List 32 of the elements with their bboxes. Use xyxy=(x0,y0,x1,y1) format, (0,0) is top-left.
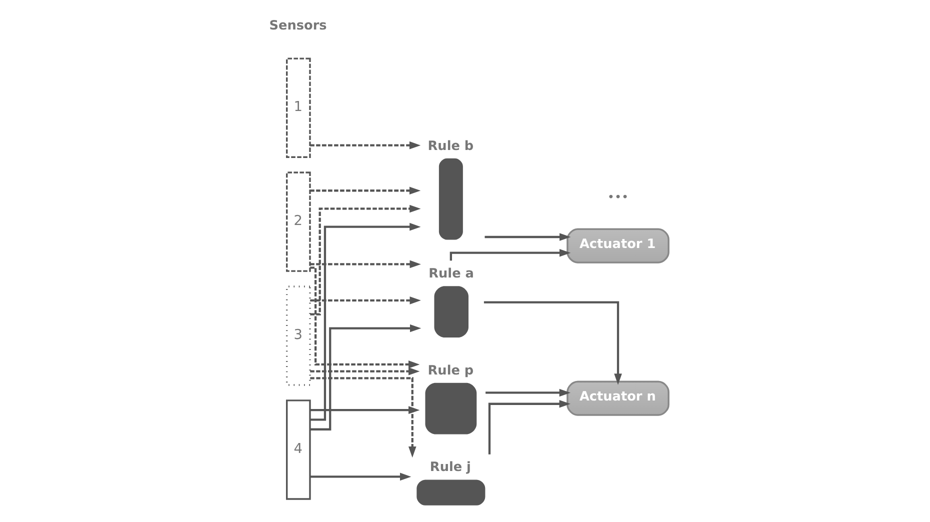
node-box: Actuator 1 xyxy=(566,228,669,264)
node-box: 3 xyxy=(286,286,310,386)
node-label: Rule j xyxy=(429,460,470,476)
node-box: Actuator n xyxy=(566,380,669,416)
arrow xyxy=(310,377,416,458)
node-label: Rule p xyxy=(427,363,474,378)
arrow xyxy=(484,233,570,241)
arrow xyxy=(310,204,420,316)
arrow xyxy=(483,301,622,385)
node-box: 1 xyxy=(286,58,310,158)
arrow xyxy=(310,324,421,430)
arrow xyxy=(310,260,420,268)
node-box xyxy=(424,382,476,434)
node-box xyxy=(434,286,468,338)
node-label: Rule a xyxy=(428,266,474,282)
arrow xyxy=(310,367,420,376)
arrow xyxy=(310,472,411,481)
arrow xyxy=(485,388,570,397)
label: Sensors xyxy=(268,18,326,34)
arrow xyxy=(310,296,420,304)
node-box xyxy=(438,158,462,240)
arrow xyxy=(488,400,570,454)
node-label: Rule b xyxy=(427,138,474,154)
arrow xyxy=(310,406,420,414)
node-box: 2 xyxy=(286,172,310,272)
arrow xyxy=(310,222,420,421)
arrow xyxy=(310,141,420,150)
arrow xyxy=(310,186,420,195)
arrow xyxy=(310,266,420,368)
label: ••• xyxy=(606,190,628,204)
node-box: 4 xyxy=(286,400,310,500)
node-box xyxy=(416,480,485,506)
